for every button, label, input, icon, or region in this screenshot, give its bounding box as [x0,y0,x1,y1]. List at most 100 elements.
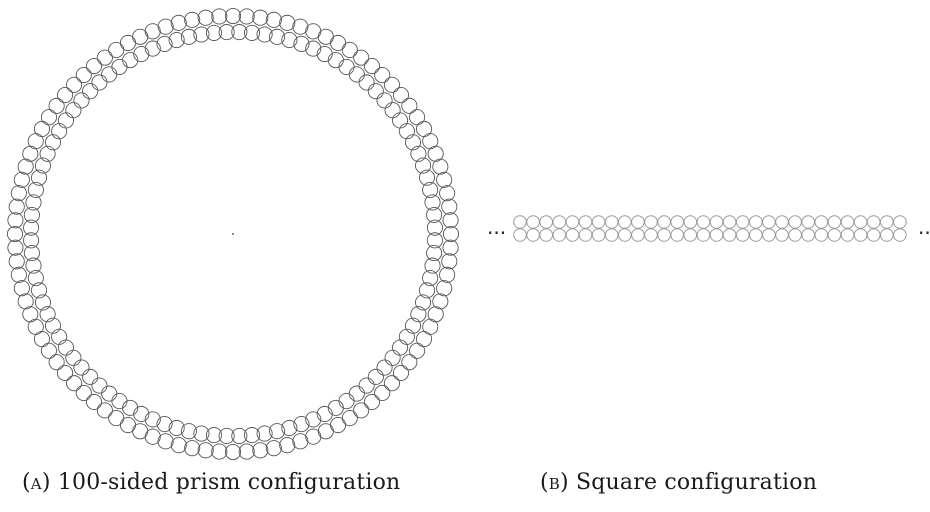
prism-ring1-bead [442,225,460,243]
prism-ring2-bead [367,368,384,385]
prism-ring1-bead [392,364,410,382]
prism-ring1-bead [265,440,282,457]
prism-ring1-bead [441,198,458,215]
prism-ring1-bead [17,293,34,310]
prism-ring2-bead [384,102,401,119]
prism-ring1-bead [279,437,296,454]
prism-ring1-bead [85,57,103,75]
prism-ring2-bead [426,206,443,224]
square-row1-bead [788,215,802,229]
prism-ring1-bead [6,225,24,243]
prism-ring2-bead [44,134,62,151]
prism-ring1-bead [238,443,255,460]
prism-ring1-bead [8,198,25,215]
prism-ring2-bead [122,399,139,416]
prism-ring2-bead [25,257,42,274]
prism-ring2-bead [39,306,56,323]
prism-ring2-bead [422,181,439,198]
prism-ring2-bead [384,349,401,366]
prism-ring2-bead [269,423,286,440]
prism-ring2-bead [281,31,298,49]
prism-ring1-bead [329,34,347,52]
prism-ring1-bead [252,9,269,26]
prism-ring2-bead [133,405,150,423]
prism-ring1-bead [7,212,24,229]
ellipsis-right: ·· [918,221,930,245]
prism-ring1-bead [409,109,426,126]
prism-ring1-bead [170,14,187,31]
prism-ring2-bead [243,24,261,41]
prism-ring2-bead [376,92,393,109]
prism-ring1-bead [374,384,391,401]
prism-ring1-bead [27,133,44,150]
prism-ring2-bead [23,244,40,262]
prism-ring2-bead [424,257,441,274]
square-row2-bead [775,228,789,242]
square-row2-bead [604,228,619,242]
prism-ring2-bead [426,244,443,262]
prism-ring1-bead [157,18,174,35]
square-row2-bead [526,228,540,242]
prism-ring2-bead [82,83,99,100]
prism-ring2-bead [256,425,273,442]
prism-ring2-bead [418,169,436,186]
prism-ring2-bead [27,181,44,198]
prism-ring2-bead [82,368,99,385]
prism-ring2-bead [193,26,210,43]
square-row1-bead [814,215,829,229]
square-row1-bead [735,215,750,229]
square-row2-bead [709,228,724,242]
caption-b-text: Square configuration [576,470,818,495]
prism-ring1-bead [66,375,83,392]
square-row2-bead [801,228,816,242]
square-row2-bead [591,228,606,242]
square-row1-bead [749,215,763,229]
prism-ring2-bead [144,40,161,57]
prism-ring2-bead [426,219,443,236]
prism-ring2-bead [91,74,108,91]
prism-ring2-bead [404,317,422,334]
prism-ring1-bead [441,253,458,270]
prism-ring1-bead [10,185,27,202]
square-row1-bead [591,215,606,229]
prism-ring2-bead [398,328,415,345]
prism-ring2-bead [44,317,62,334]
prism-ring2-bead [25,194,42,211]
prism-ring2-bead [418,282,436,299]
prism-ring2-bead [30,282,48,299]
prism-ring2-bead [101,66,118,83]
square-row1-bead [893,215,907,229]
square-row1-bead [853,215,868,229]
prism-ring2-bead [168,31,185,49]
prism-ring1-bead [392,86,410,104]
prism-ring1-bead [436,280,453,297]
prism-ring2-bead [256,26,273,43]
prism-ring2-bead [338,393,355,410]
prism-ring1-bead [415,330,433,348]
prism-ring1-bead [439,266,456,283]
square-configuration [513,215,907,242]
prism-ring1-bead [329,416,347,434]
prism-ring1-bead [341,41,358,58]
prism-ring1-bead [10,266,27,283]
prism-ring1-bead [108,410,125,427]
prism-ring1-bead [8,253,25,270]
prism-ring2-bead [91,377,108,394]
prism-ring1-bead [184,440,201,457]
square-row2-bead [735,228,750,242]
prism-ring2-bead [57,339,74,356]
prism-ring2-bead [180,423,197,440]
caption-a-letter: (a) [22,470,51,495]
prism-ring2-bead [101,385,118,402]
square-row2-bead [631,228,645,242]
prism-ring1-bead [383,76,400,93]
prism-ring1-bead [75,67,92,84]
prism-ring2-bead [23,232,40,249]
square-row1-bead [670,215,685,229]
square-row2-bead [683,228,698,242]
square-row1-bead [657,215,671,229]
prism-ring1-bead [22,306,39,323]
prism-ring1-bead [317,28,334,45]
square-row2-bead [762,228,776,242]
